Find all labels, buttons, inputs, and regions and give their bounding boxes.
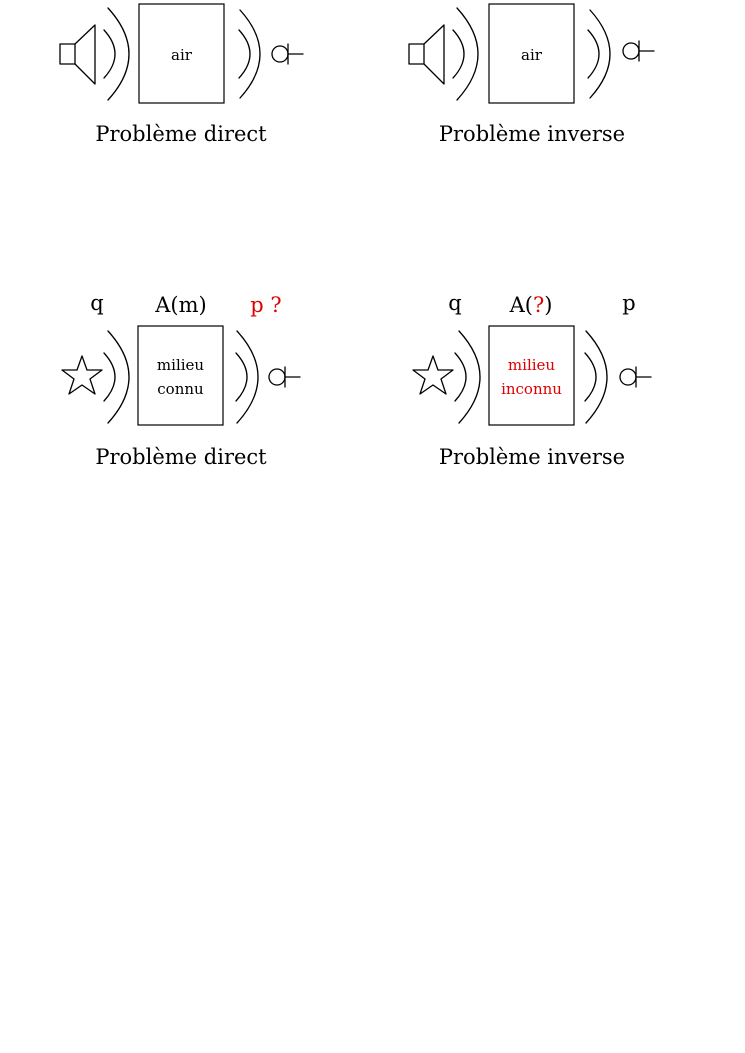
operator-suffix: ) [544, 293, 552, 317]
caption: Problème inverse [439, 122, 625, 146]
operator-unknown: ? [533, 293, 544, 317]
caption: Problème direct [95, 122, 267, 146]
star-source-icon [61, 355, 103, 395]
source-label: q [448, 291, 461, 315]
microphone-icon [268, 366, 301, 388]
sound-wave-icon [103, 330, 130, 424]
sound-wave-icon [235, 330, 259, 424]
medium-label: air [171, 46, 193, 64]
sound-wave-icon [103, 7, 130, 101]
medium-label-line1: milieu [157, 356, 204, 374]
medium-box [488, 325, 575, 426]
medium-box [138, 3, 225, 104]
microphone-icon [622, 40, 655, 62]
output-label: p ? [250, 293, 281, 317]
medium-label: air [521, 46, 543, 64]
panel-top-left: air Problème direct [59, 3, 304, 146]
medium-label-line2: connu [157, 380, 204, 398]
operator-prefix: A( [509, 293, 533, 317]
operator-label: A(?) [509, 293, 553, 317]
caption: Problème inverse [439, 445, 625, 469]
sound-wave-icon [584, 330, 608, 424]
sound-wave-icon [454, 330, 481, 424]
medium-label-line2: inconnu [501, 380, 562, 398]
sound-wave-icon [587, 9, 611, 99]
output-label: p [622, 291, 635, 315]
panel-top-right: air Problème inverse [408, 3, 655, 146]
operator-label: A(m) [154, 293, 206, 317]
star-source-icon [412, 355, 454, 395]
medium-box [488, 3, 575, 104]
sound-wave-icon [238, 9, 261, 99]
speaker-icon [59, 24, 96, 85]
medium-label-line1: milieu [508, 356, 555, 374]
panel-bottom-left: q A(m) p ? milieu connu Problème direct [61, 291, 301, 469]
sound-wave-icon [452, 7, 479, 101]
panel-bottom-right: q A(?) p milieu inconnu Problème inverse [412, 291, 652, 469]
microphone-icon [271, 43, 304, 65]
microphone-icon [619, 366, 652, 388]
source-label: q [90, 291, 103, 315]
caption: Problème direct [95, 445, 267, 469]
medium-box [137, 325, 224, 426]
speaker-icon [408, 24, 445, 85]
